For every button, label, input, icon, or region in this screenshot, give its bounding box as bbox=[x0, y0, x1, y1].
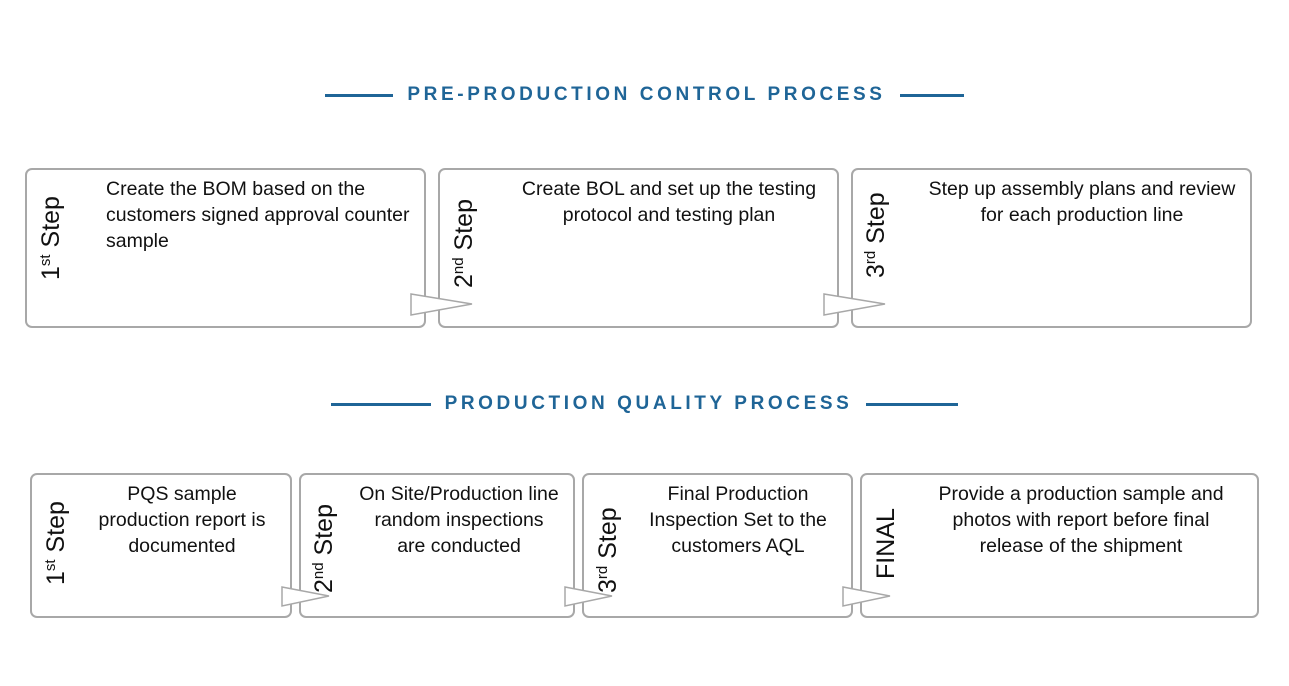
title-rule-left bbox=[325, 93, 394, 97]
arrow-right-icon bbox=[823, 293, 886, 316]
arrow-right-icon bbox=[564, 586, 613, 607]
section-title-text: PRODUCTION QUALITY PROCESS bbox=[444, 393, 853, 414]
section-title-text: PRE-PRODUCTION CONTROL PROCESS bbox=[407, 84, 886, 105]
step-description: On Site/Production line random inspectio… bbox=[359, 483, 559, 557]
title-rule-right bbox=[899, 93, 964, 97]
pre-production-title: PRE-PRODUCTION CONTROL PROCESS bbox=[0, 84, 1289, 106]
step-label: 2nd Step bbox=[310, 504, 338, 593]
arrow-right-icon bbox=[410, 293, 473, 316]
pre-step-1-box: 1st Step Create the BOM based on the cus… bbox=[25, 168, 426, 328]
step-description: Provide a production sample and photos w… bbox=[938, 483, 1224, 557]
step-label: 1st Step bbox=[37, 196, 65, 280]
step-description: Create the BOM based on the customers si… bbox=[106, 178, 410, 252]
prod-step-2-box: 2nd Step On Site/Production line random … bbox=[299, 473, 575, 618]
pre-step-2-box: 2nd Step Create BOL and set up the testi… bbox=[438, 168, 839, 328]
title-rule-right bbox=[866, 402, 959, 406]
step-description: Step up assembly plans and review for ea… bbox=[928, 178, 1236, 226]
production-quality-title: PRODUCTION QUALITY PROCESS bbox=[0, 393, 1289, 415]
prod-step-1-box: 1st Step PQS sample production report is… bbox=[30, 473, 292, 618]
step-label: FINAL bbox=[872, 508, 900, 579]
step-description: Final Production Inspection Set to the c… bbox=[649, 483, 827, 557]
prod-final-box: FINAL Provide a production sample and ph… bbox=[860, 473, 1259, 618]
title-rule-left bbox=[330, 402, 431, 406]
step-description: Create BOL and set up the testing protoc… bbox=[521, 178, 817, 226]
arrow-right-icon bbox=[842, 586, 891, 607]
step-label: 3rd Step bbox=[862, 192, 890, 278]
step-label: 3rd Step bbox=[594, 507, 622, 593]
arrow-right-icon bbox=[281, 586, 330, 607]
step-description: PQS sample production report is document… bbox=[98, 483, 266, 557]
prod-step-3-box: 3rd Step Final Production Inspection Set… bbox=[582, 473, 853, 618]
pre-step-3-box: 3rd Step Step up assembly plans and revi… bbox=[851, 168, 1252, 328]
step-label: 1st Step bbox=[42, 501, 70, 585]
step-label: 2nd Step bbox=[450, 199, 478, 288]
